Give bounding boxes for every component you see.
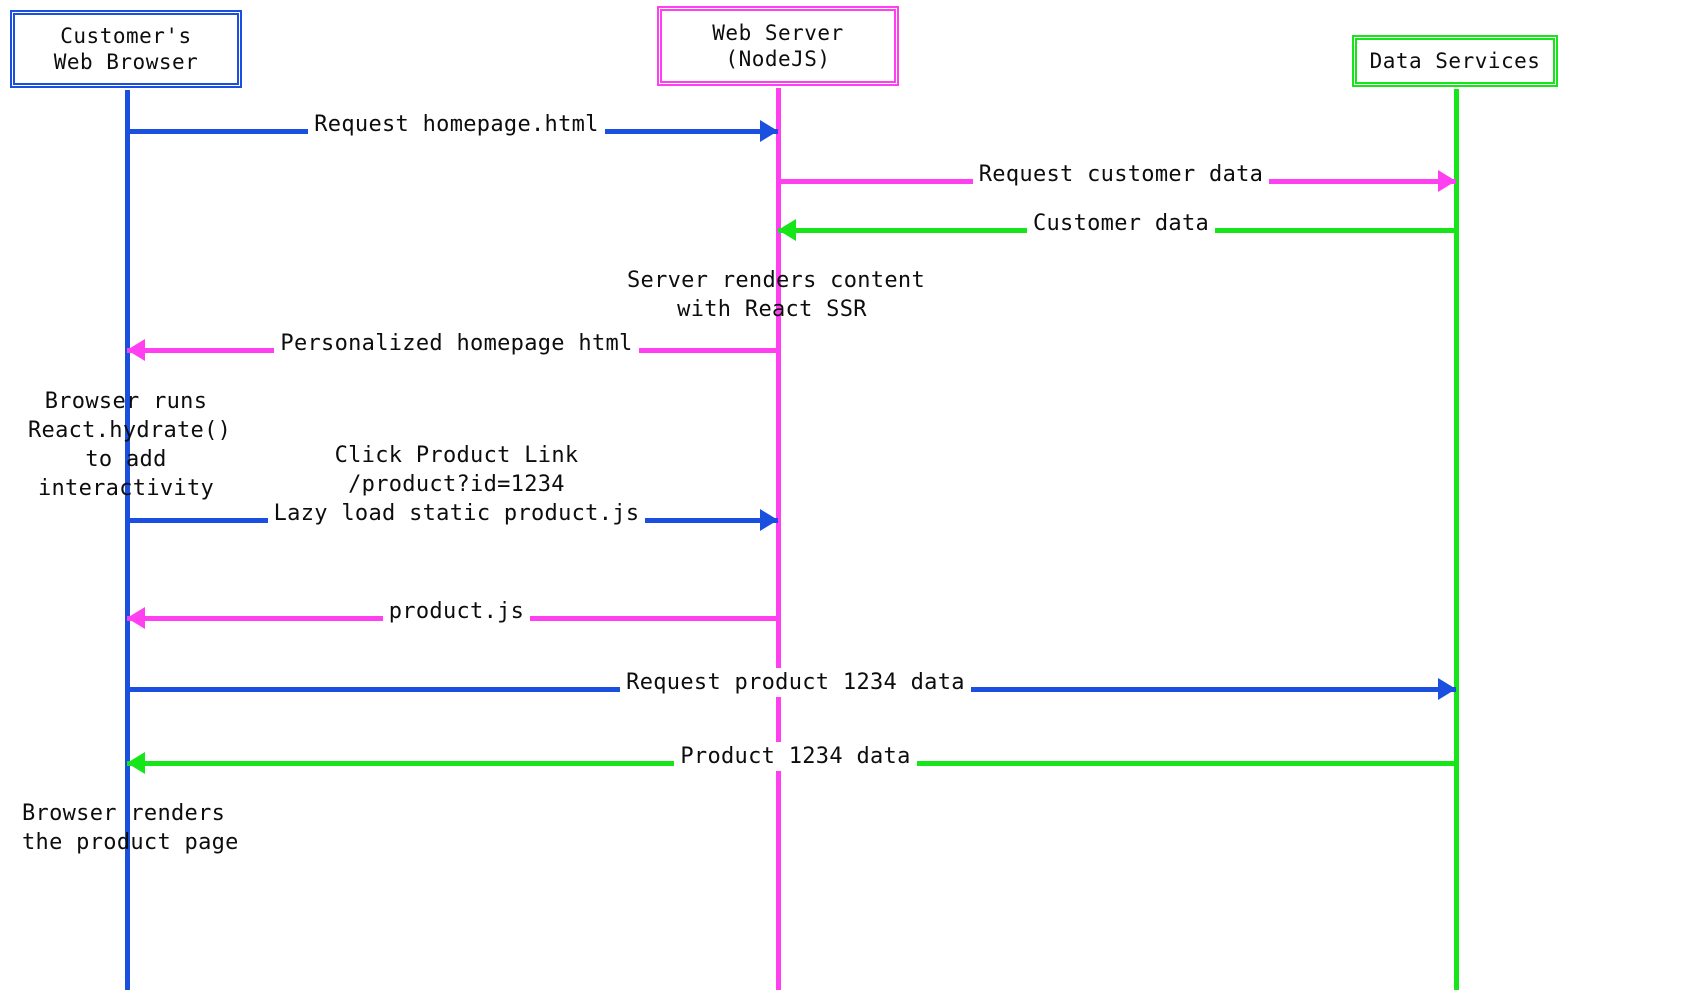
participant-box-data[interactable]: Data Services <box>1352 35 1558 87</box>
participant-box-server[interactable]: Web Server (NodeJS) <box>657 6 899 86</box>
participant-label-server: Web Server (NodeJS) <box>712 21 844 71</box>
message-label-text-m2: Request customer data <box>972 160 1270 189</box>
arrowhead-m3 <box>778 219 796 241</box>
message-label-m8: Product 1234 data <box>127 742 1464 771</box>
arrowhead-m1 <box>760 120 778 142</box>
message-label-m3: Customer data <box>778 209 1464 238</box>
arrowhead-m6 <box>127 607 145 629</box>
message-label-text-m8: Product 1234 data <box>674 742 917 771</box>
message-label-m1: Request homepage.html <box>127 110 786 139</box>
participant-label-browser: Customer's Web Browser <box>53 24 199 74</box>
message-label-text-m6: product.js <box>382 597 531 626</box>
arrowhead-m4 <box>127 339 145 361</box>
message-label-text-m3: Customer data <box>1026 209 1216 238</box>
lifeline-server <box>776 88 781 990</box>
message-label-text-m1: Request homepage.html <box>308 110 605 139</box>
participant-box-browser[interactable]: Customer's Web Browser <box>10 10 242 88</box>
lifeline-browser <box>125 90 130 990</box>
message-label-text-m7: Request product 1234 data <box>620 668 971 697</box>
lifeline-data <box>1454 89 1459 990</box>
note-n2: Browser runs React.hydrate() to add inte… <box>28 389 232 501</box>
note-n1: Server renders content with React SSR <box>627 268 925 322</box>
message-label-text-m4: Personalized homepage html <box>274 329 639 358</box>
arrowhead-m2 <box>1438 170 1456 192</box>
arrowhead-m7 <box>1438 678 1456 700</box>
arrowhead-m5 <box>760 509 778 531</box>
message-label-m2: Request customer data <box>778 160 1464 189</box>
participant-label-data: Data Services <box>1369 49 1541 73</box>
message-label-m7: Request product 1234 data <box>127 668 1464 697</box>
message-label-m6: product.js <box>127 597 786 626</box>
message-label-m5: Click Product Link /product?id=1234 Lazy… <box>127 441 786 528</box>
message-label-m4: Personalized homepage html <box>127 329 786 358</box>
note-n3: Browser renders the product page <box>22 801 239 855</box>
arrowhead-m8 <box>127 752 145 774</box>
message-label-text-m5: Click Product Link /product?id=1234 Lazy… <box>267 441 646 528</box>
